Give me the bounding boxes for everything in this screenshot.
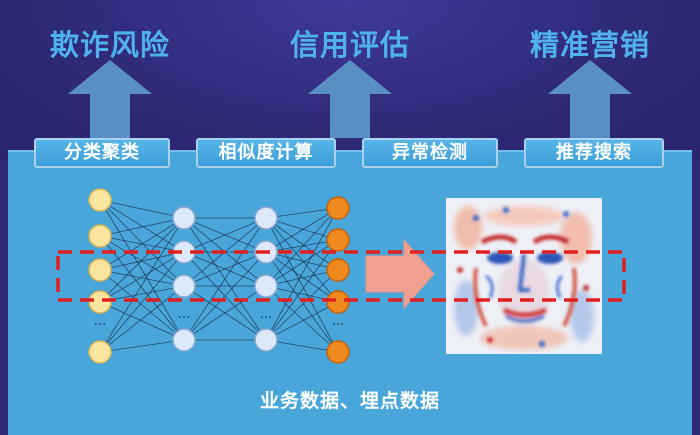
- network-edge: [265, 269, 339, 287]
- network-node: [88, 224, 112, 248]
- network-node: [326, 290, 350, 314]
- network-edge: [265, 239, 339, 253]
- up-arrow-icon: [308, 60, 392, 138]
- network-edge: [99, 217, 185, 303]
- network-edge: [265, 207, 339, 287]
- network-edge: [265, 269, 339, 341]
- feature-heatmap-image: [446, 198, 602, 354]
- tag-similarity-computation: 相似度计算: [196, 138, 336, 168]
- network-edge: [265, 207, 339, 341]
- network-edge: [99, 269, 185, 287]
- network-edge: [265, 301, 339, 341]
- data-source-caption: 业务数据、埋点数据: [259, 390, 440, 412]
- right-arrow-icon: [365, 238, 435, 310]
- network-edge: [183, 217, 267, 253]
- network-node: [172, 328, 196, 352]
- network-node: [88, 258, 112, 282]
- network-edge: [265, 251, 339, 303]
- network-edge: [265, 207, 339, 253]
- network-edge: [265, 217, 339, 303]
- network-layer-1: …: [88, 188, 112, 364]
- network-edge: [183, 251, 267, 341]
- network-node: [326, 340, 350, 364]
- network-layer-3: …: [254, 206, 278, 352]
- label-precision-marketing: 精准营销: [529, 28, 650, 62]
- network-node: [326, 196, 350, 220]
- network-edge: [99, 285, 185, 353]
- network-node: [326, 228, 350, 252]
- network-edge: [265, 207, 339, 219]
- network-connections: [99, 199, 339, 353]
- network-edge: [99, 217, 185, 237]
- network-edge: [183, 251, 267, 287]
- network-edge: [265, 217, 339, 353]
- network-ellipsis: …: [94, 314, 107, 329]
- up-arrow-icon: [548, 60, 632, 138]
- network-edge: [99, 217, 185, 353]
- tag-recommendation-search: 推荐搜索: [524, 138, 664, 168]
- network-edge: [265, 339, 339, 353]
- network-edge: [99, 301, 185, 341]
- network-edge: [265, 285, 339, 353]
- network-edge: [183, 285, 267, 341]
- tag-classification-clustering: 分类聚类: [34, 138, 170, 168]
- network-node: [254, 274, 278, 298]
- network-edge: [99, 199, 185, 219]
- network-node: [254, 206, 278, 230]
- network-ellipsis: …: [260, 307, 273, 322]
- network-node: [326, 258, 350, 282]
- network-edge: [265, 217, 339, 271]
- network-ellipsis: …: [332, 314, 345, 329]
- network-edge: [99, 199, 185, 341]
- up-arrow-icon: [68, 60, 152, 138]
- network-layer-2: …: [172, 206, 196, 352]
- network-edge: [265, 251, 339, 271]
- network-node: [88, 188, 112, 212]
- network-edge: [99, 217, 185, 271]
- network-edge: [99, 269, 185, 341]
- network-edge: [265, 217, 339, 241]
- network-node: [172, 274, 196, 298]
- network-node: [254, 328, 278, 352]
- network-edge: [99, 199, 185, 287]
- heatmap-svg: [446, 198, 602, 354]
- network-edge: [99, 251, 185, 303]
- network-edge: [99, 251, 185, 353]
- label-credit-assessment: 信用评估: [289, 28, 410, 62]
- network-edge: [99, 339, 185, 353]
- network-node: [172, 206, 196, 230]
- network-edge: [183, 217, 267, 341]
- network-edge: [265, 239, 339, 341]
- network-edge: [265, 239, 339, 287]
- network-layer-4: …: [326, 196, 350, 364]
- network-edge: [265, 251, 339, 353]
- tag-anomaly-detection: 异常检测: [362, 138, 498, 168]
- network-edge: [99, 199, 185, 253]
- network-ellipsis: …: [178, 307, 191, 322]
- network-edge: [99, 251, 185, 271]
- label-fraud-risk: 欺诈风险: [49, 28, 170, 62]
- network-node: [88, 290, 112, 314]
- network-node: [88, 340, 112, 364]
